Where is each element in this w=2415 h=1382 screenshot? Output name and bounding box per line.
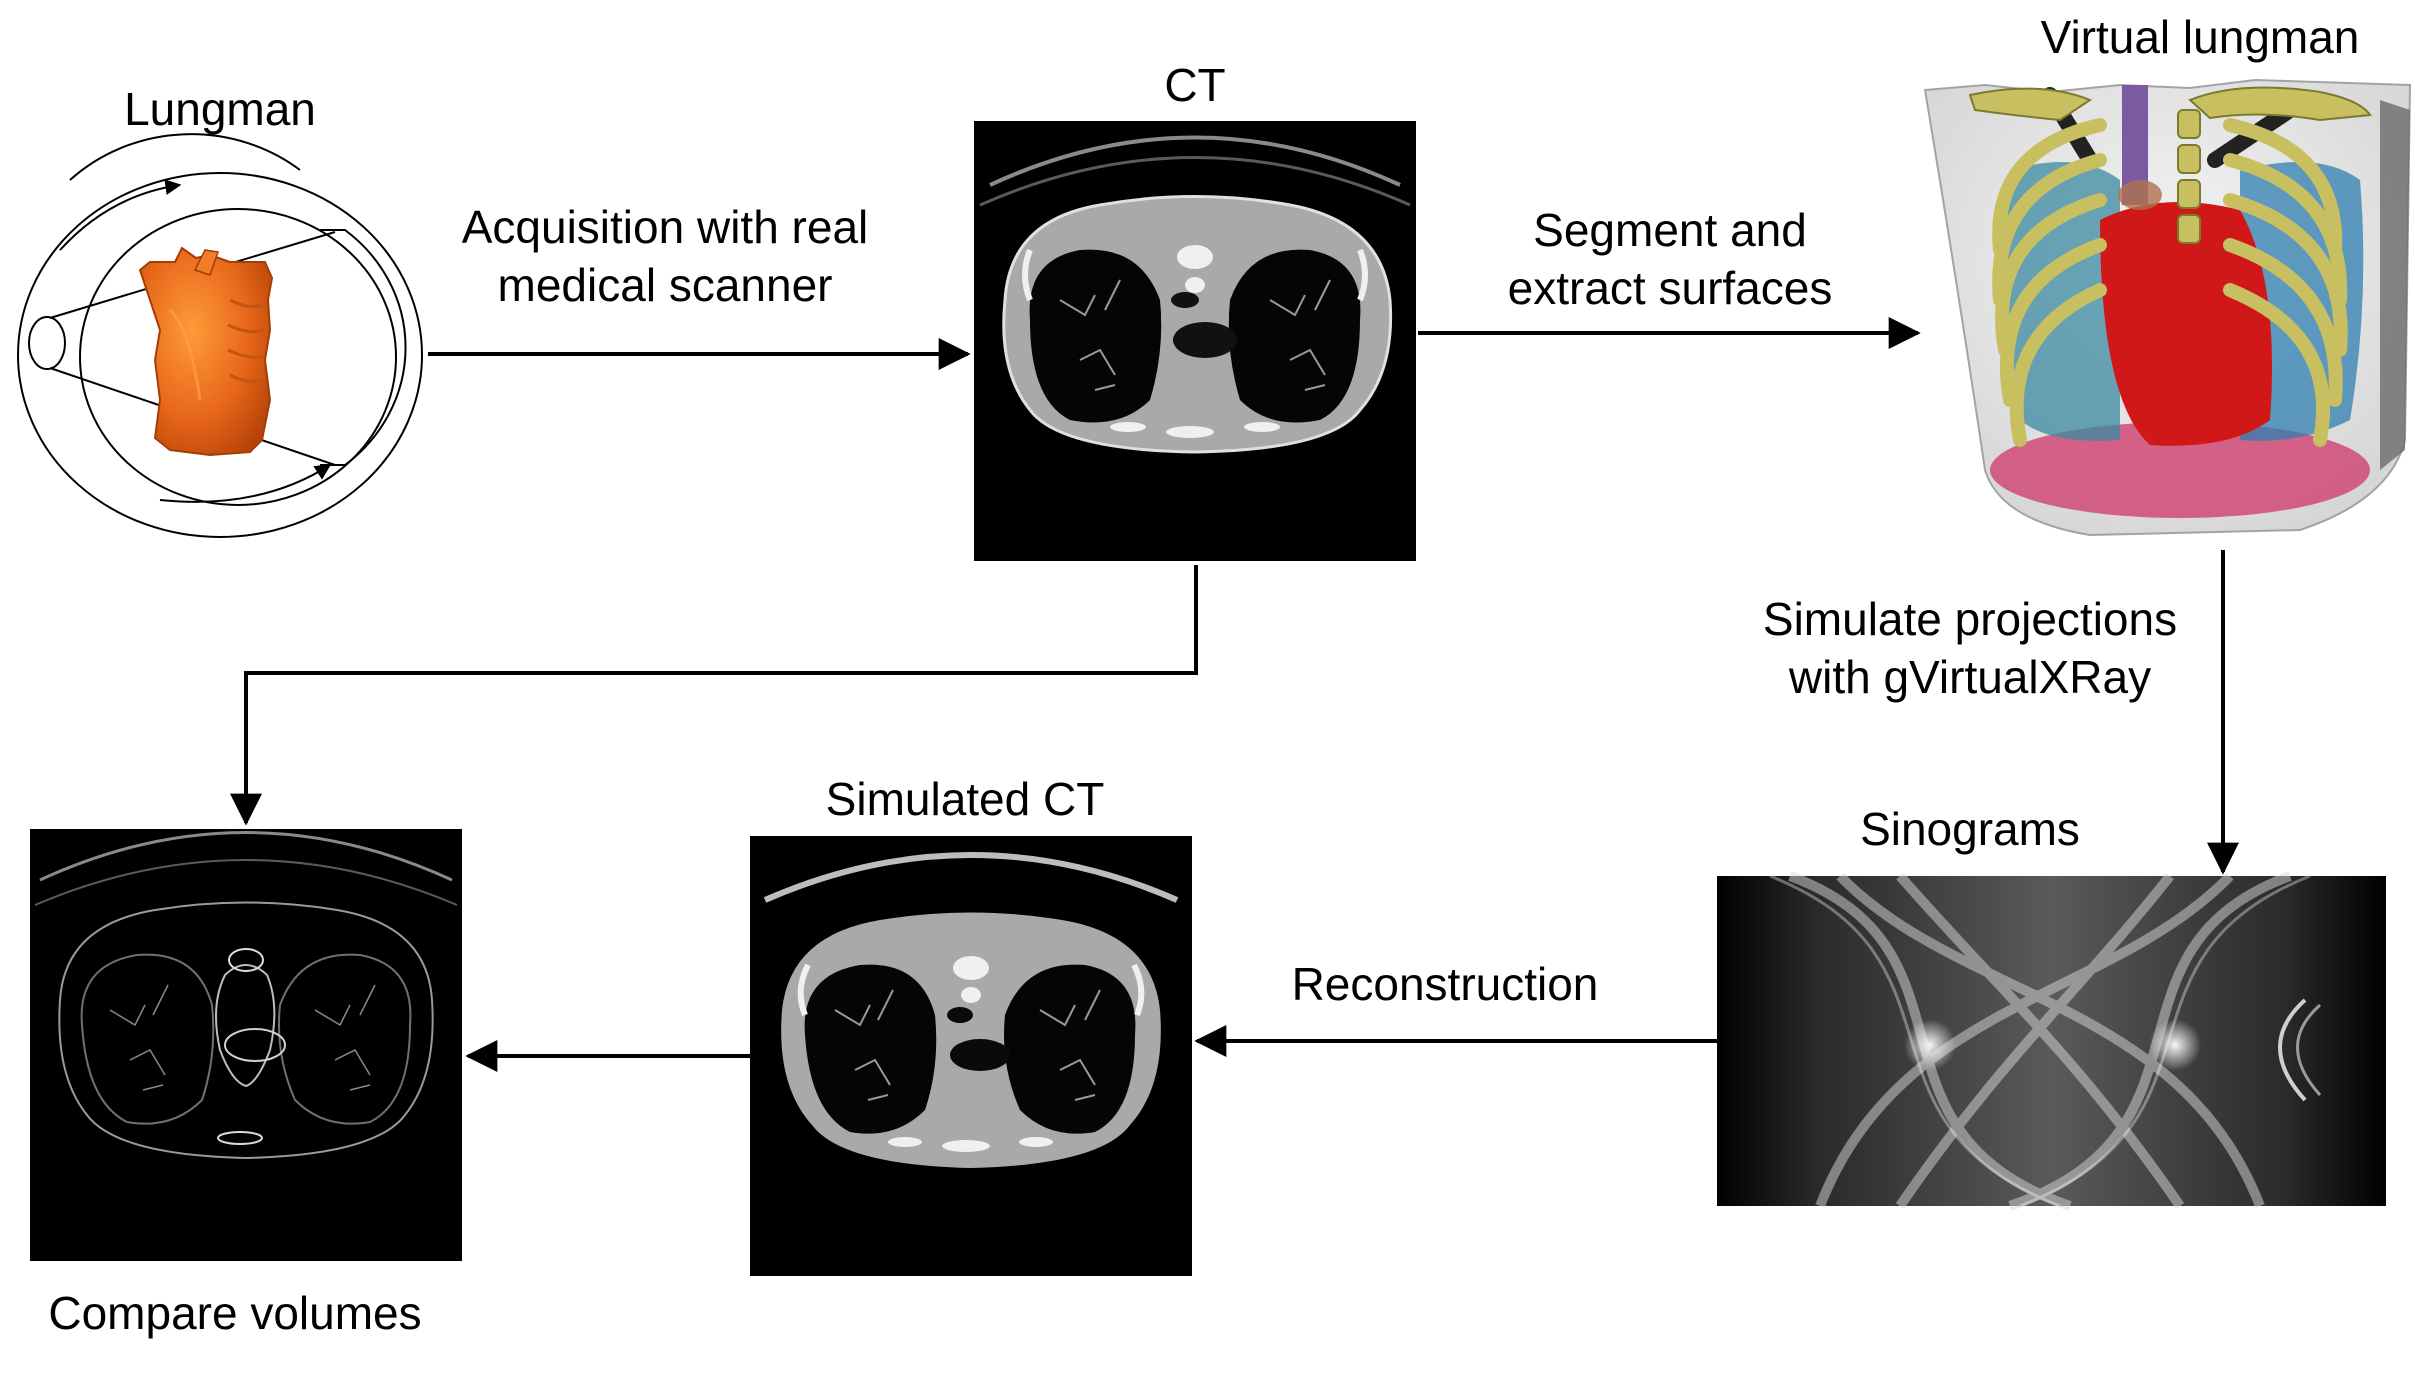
segment-line1: Segment and: [1533, 204, 1807, 256]
segment-label: Segment and extract surfaces: [1470, 201, 1870, 317]
acquisition-line1: Acquisition with real: [461, 201, 869, 253]
segment-line2: extract surfaces: [1507, 262, 1833, 314]
arrow-ct-to-compare: [230, 565, 1198, 826]
acquisition-label: Acquisition with real medical scanner: [420, 198, 910, 314]
acquisition-line2: medical scanner: [497, 259, 833, 311]
simulated-ct-image: [750, 836, 1192, 1276]
reconstruction-label: Reconstruction: [1291, 958, 1599, 1010]
virtual-lungman-render: [1923, 78, 2412, 537]
virtual-lungman-label: Virtual lungman: [2040, 11, 2360, 63]
simulate-label: Simulate projections with gVirtualXRay: [1720, 590, 2220, 706]
sinogram-image: [1717, 871, 2386, 1211]
simulated-ct-label: Simulated CT: [825, 773, 1105, 825]
sinograms-label: Sinograms: [1860, 803, 2080, 855]
ct-label: CT: [1164, 59, 1226, 111]
lungman-scanner-illustration: [17, 133, 423, 538]
lungman-label: Lungman: [124, 83, 316, 135]
compare-volumes-image: [30, 829, 462, 1261]
ct-image: [974, 121, 1416, 561]
compare-volumes-label: Compare volumes: [48, 1287, 422, 1339]
simulate-line1: Simulate projections: [1762, 593, 2178, 645]
simulate-line2: with gVirtualXRay: [1788, 651, 2152, 703]
arrows: [230, 317, 2239, 1072]
